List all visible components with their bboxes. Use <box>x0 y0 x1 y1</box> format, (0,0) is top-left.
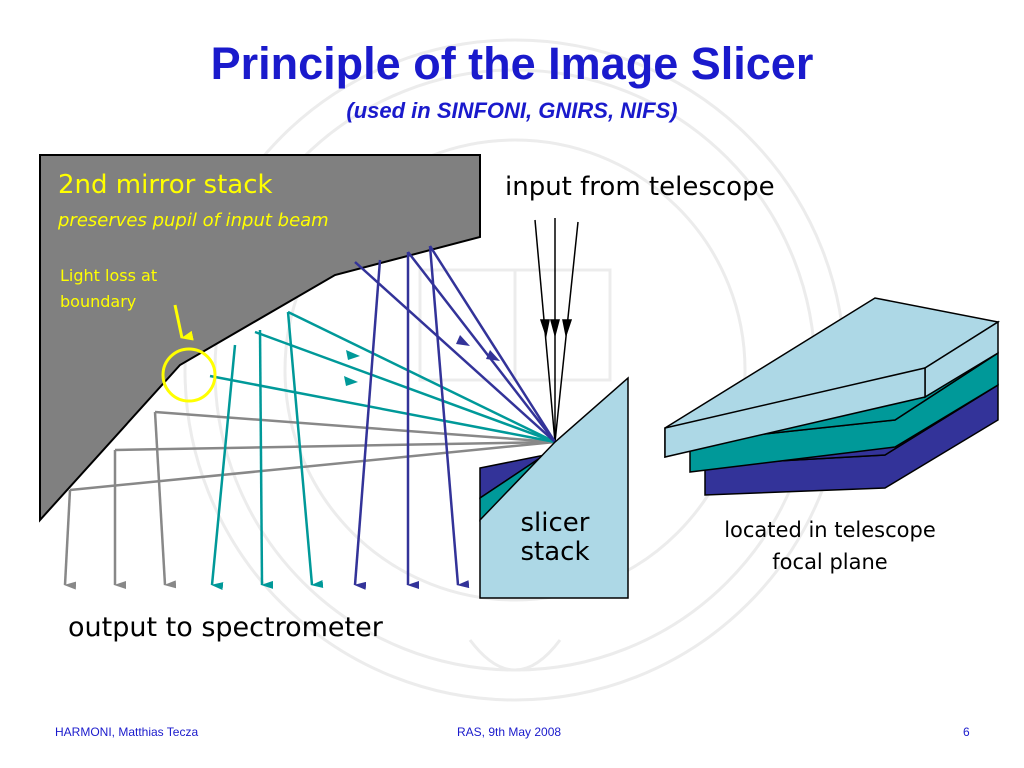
light-loss-highlight <box>161 347 217 403</box>
slide-title: Principle of the Image Slicer <box>210 38 814 89</box>
focal-plane-stack <box>664 297 1001 496</box>
footer-author: HARMONI, Matthias Tecza <box>55 725 199 739</box>
rays-slicer-to-mirror <box>69 245 557 492</box>
footer-event: RAS, 9th May 2008 <box>457 725 562 739</box>
rays-output <box>63 245 470 591</box>
mirror-stack-shape <box>39 154 481 523</box>
mirror-stack-title: 2nd mirror stack <box>58 170 273 200</box>
mirror-stack-note: preserves pupil of input beam <box>58 210 329 231</box>
slide-subtitle: (used in SINFONI, GNIRS, NIFS) <box>346 98 678 123</box>
light-loss-label-line1: Light loss at <box>60 266 158 285</box>
input-label: input from telescope <box>505 172 775 202</box>
slicer-stack-shape <box>479 376 629 599</box>
focal-plane-label-line2: focal plane <box>772 550 888 574</box>
slicer-label-line1: slicer <box>520 508 590 538</box>
focal-plane-label-line1: located in telescope <box>724 518 936 542</box>
input-rays <box>534 218 579 443</box>
output-label: output to spectrometer <box>68 612 383 643</box>
light-loss-pointer <box>173 304 194 341</box>
ray-direction-marks <box>344 335 500 386</box>
slicer-label-line2: stack <box>520 537 590 567</box>
footer-page-number: 6 <box>963 725 970 739</box>
light-loss-label-line2: boundary <box>60 292 137 311</box>
